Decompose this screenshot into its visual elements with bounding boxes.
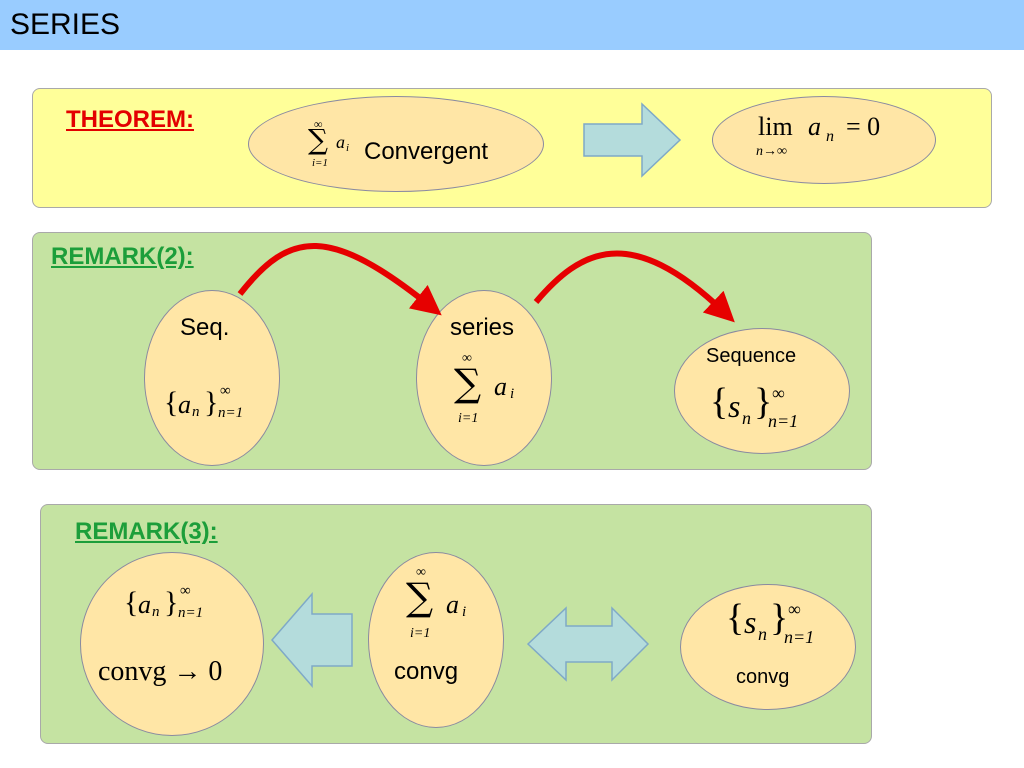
remark3-right-lower: n=1 (784, 627, 815, 647)
remark2-label: REMARK(2): (51, 243, 194, 270)
theorem-limit-sub: n (826, 128, 834, 145)
remark3-mid-text: convg (394, 658, 459, 685)
theorem-sum-term: a (336, 132, 345, 152)
remark3-mid-lower: i=1 (410, 626, 431, 641)
theorem-limit-var: a (808, 112, 821, 141)
theorem-left-ellipse (248, 96, 544, 192)
remark2-sequence-sub: n (742, 408, 751, 428)
remark3-mid-ellipse (368, 552, 504, 728)
theorem-implies-arrow (583, 102, 682, 178)
remark2-seq-lower: n=1 (218, 405, 244, 421)
remark3-right-text: convg (736, 666, 790, 688)
remark2-curve-arrow-2 (533, 250, 735, 323)
remark2-seq-title: Seq. (180, 314, 230, 341)
remark2-sequence-term: s (728, 388, 741, 424)
remark2-seq-upper: ∞ (220, 383, 231, 399)
remark3-left-lower: n=1 (178, 605, 204, 621)
remark2-series-sigma-symbol: ∑ (454, 361, 482, 405)
remark3-mid-sub: i (462, 604, 467, 620)
remark2-seq-ellipse (144, 290, 280, 466)
remark2-series-term: a (494, 372, 507, 401)
remark3-left-open-brace: { (124, 586, 139, 619)
remark2-series-ellipse (416, 290, 552, 466)
remark3-double-arrow (526, 606, 650, 682)
remark3-mid-upper: ∞ (416, 565, 426, 580)
theorem-limit-text: lim (758, 112, 793, 141)
page-title: SERIES (10, 8, 121, 41)
remark3-right-ellipse (680, 584, 856, 710)
theorem-right-ellipse (712, 96, 936, 184)
remark3-left-sub: n (152, 604, 160, 620)
theorem-limit-under: n→∞ (756, 144, 787, 159)
remark3-left-arrow (271, 591, 353, 689)
remark3-label: REMARK(3): (75, 518, 218, 545)
remark3-left-result: convg → 0 (98, 656, 223, 687)
theorem-sum-lower: i=1 (312, 157, 328, 169)
remark2-sequence-close-brace: } (754, 381, 773, 423)
remark2-series-upper: ∞ (462, 351, 472, 366)
theorem-sum-upper: ∞ (314, 117, 323, 131)
remark3-mid-term: a (446, 590, 459, 619)
remark2-series-sub: i (510, 386, 515, 402)
remark2-seq-term: a (178, 390, 191, 419)
remark2-seq-open-brace: { (164, 386, 179, 419)
remark3-left-upper: ∞ (180, 583, 191, 599)
remark3-right-open-brace: { (726, 597, 745, 639)
remark2-series-title: series (450, 314, 515, 341)
remark2-seq-sub: n (192, 404, 200, 420)
remark2-seq-close-brace: } (204, 386, 219, 419)
header-bar: SERIES (0, 0, 1024, 50)
theorem-limit-equals: = 0 (846, 112, 881, 141)
remark3-right-upper: ∞ (788, 599, 801, 619)
remark2-sequence-title: Sequence (706, 345, 797, 367)
remark3-left-term: a (138, 590, 151, 619)
remark2-series-lower: i=1 (458, 411, 479, 426)
remark3-right-close-brace: } (770, 597, 789, 639)
remark3-left-ellipse (80, 552, 264, 736)
remark2-sequence-lower: n=1 (768, 411, 799, 431)
theorem-convergent-text: Convergent (364, 138, 489, 165)
remark3-mid-sigma-symbol: ∑ (406, 575, 434, 619)
remark2-sequence-upper: ∞ (772, 383, 785, 403)
remark3-right-sub: n (758, 624, 767, 644)
theorem-sum-sub: i (346, 142, 350, 154)
remark2-curve-arrow-1 (237, 243, 442, 316)
remark2-sequence-ellipse (674, 328, 850, 454)
theorem-label: THEOREM: (66, 106, 194, 133)
remark3-left-close-brace: } (164, 586, 179, 619)
remark3-right-term: s (744, 604, 757, 640)
remark2-sequence-open-brace: { (710, 381, 729, 423)
theorem-sigma-symbol: ∑ (308, 123, 328, 156)
